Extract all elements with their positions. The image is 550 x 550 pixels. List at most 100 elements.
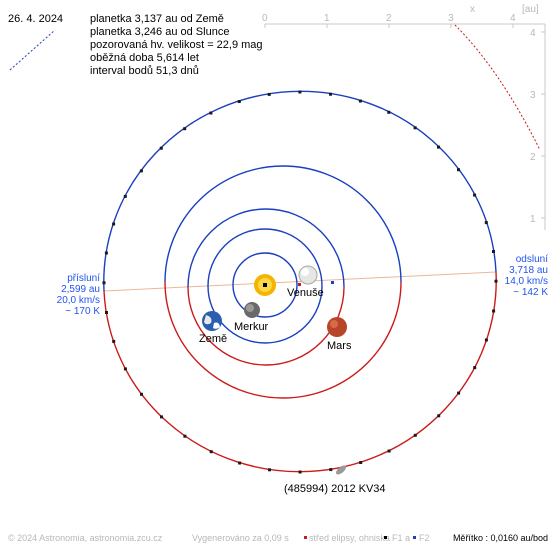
orbit-dot	[484, 221, 488, 225]
orbit-dot	[140, 392, 143, 396]
venus-orbit	[207, 228, 323, 344]
orbit-dot	[473, 193, 477, 197]
earth-orbit	[187, 208, 345, 288]
aphelion-title: odsluní	[516, 254, 548, 265]
legend-f2-label: F2	[419, 533, 430, 543]
mercury-icon	[244, 302, 260, 318]
orbit-dot	[494, 279, 498, 283]
x-axis-label: x	[470, 4, 475, 15]
generated-time: Vygenerováno za 0,09 s	[192, 533, 289, 543]
perihelion-temperature: ~ 170 K	[65, 306, 100, 317]
x-tick-label: 3	[448, 13, 454, 24]
orbit-dot	[484, 338, 488, 342]
orbit-dot	[358, 99, 362, 103]
orbit-dot	[112, 222, 116, 226]
orbit-dot	[387, 110, 391, 114]
legend-center-marker	[304, 536, 307, 539]
asteroid-orbit-near-half	[103, 90, 497, 292]
orbit-dot	[237, 100, 241, 103]
orbit-dot	[437, 414, 441, 418]
earth-icon	[202, 311, 222, 331]
orbit-dot	[183, 434, 187, 438]
mars-orbit	[164, 281, 402, 399]
scale-label: Měřítko : 0,0160 au/bod	[453, 533, 548, 543]
aphelion-temperature: ~ 142 K	[513, 287, 548, 298]
orbit-dot	[268, 468, 271, 472]
perihelion-title: přísluní	[67, 273, 100, 284]
earth-label: Země	[199, 333, 227, 345]
orbit-dot	[102, 281, 106, 285]
y-axis-label: [au]	[522, 4, 539, 15]
y-tick-label: 3	[530, 90, 536, 101]
orbit-dot	[209, 111, 213, 115]
orbit-dot	[387, 449, 391, 453]
x-tick-label: 1	[324, 13, 330, 24]
sun-icon	[254, 274, 276, 296]
orbit-dot	[492, 309, 496, 313]
info-line: planetka 3,246 au od Slunce	[90, 26, 229, 38]
y-tick-label: 4	[530, 28, 536, 39]
copyright: © 2024 Astronomia, astronomia.zcu.cz	[8, 533, 163, 543]
info-line: planetka 3,137 au od Země	[90, 13, 224, 25]
axis-frame	[264, 23, 546, 230]
mars-label: Mars	[327, 340, 352, 352]
ellipse-center-marker	[298, 283, 301, 286]
aphelion-speed: 14,0 km/s	[505, 276, 548, 287]
mars-orbit	[164, 165, 402, 283]
info-line: interval bodů 51,3 dnů	[90, 65, 199, 77]
mercury-label: Merkur	[234, 321, 269, 333]
orbit-dot	[112, 339, 116, 343]
orbit-dot	[298, 90, 302, 94]
legend-a-label: a	[405, 533, 410, 543]
venus-icon	[298, 265, 318, 285]
orbit-dot	[492, 250, 495, 253]
orbit-dot	[209, 450, 213, 454]
x-tick-label: 4	[510, 13, 516, 24]
orbit-dot	[359, 461, 363, 464]
orbit-dot	[413, 433, 417, 437]
orbit-dot	[267, 92, 271, 96]
orbit-dot	[238, 461, 242, 465]
legend-f1-label: F1	[392, 533, 403, 543]
legend-center-label: střed elipsy, ohniska	[309, 533, 390, 543]
second-focus-marker	[331, 281, 334, 284]
orbit-dot	[159, 146, 163, 150]
mars-icon	[327, 317, 347, 337]
venus-label: Venuše	[287, 287, 324, 299]
orbit-dot	[457, 168, 460, 172]
orbit-dot	[105, 311, 108, 314]
orbit-dot	[413, 126, 417, 130]
mercury-orbit	[232, 252, 298, 318]
orbit-dot	[139, 169, 143, 173]
orbit-fragment	[454, 24, 541, 151]
orbit-dot	[104, 251, 108, 255]
apsides-line	[103, 271, 497, 292]
y-tick-label: 2	[530, 152, 536, 163]
legend-f1-marker	[384, 536, 387, 539]
y-tick-label: 1	[530, 214, 536, 225]
perihelion-speed: 20,0 km/s	[57, 295, 100, 306]
orbit-dot	[329, 92, 332, 96]
orbit-dot	[298, 470, 302, 474]
asteroid-label: (485994) 2012 KV34	[284, 483, 386, 495]
orbit-fragment	[9, 29, 56, 71]
orbit-dot	[123, 194, 127, 198]
date-label: 26. 4. 2024	[8, 13, 63, 25]
aphelion-distance: 3,718 au	[509, 265, 548, 276]
x-tick-label: 0	[262, 13, 268, 24]
orbit-dot	[183, 127, 187, 131]
perihelion-distance: 2,599 au	[61, 284, 100, 295]
asteroid-orbit-far-half	[103, 271, 497, 473]
info-line: oběžná doba 5,614 let	[90, 52, 199, 64]
orbit-dot	[329, 468, 333, 472]
orbit-dot	[123, 367, 127, 371]
legend-f2-marker	[413, 536, 416, 539]
orbit-dot	[437, 145, 440, 149]
x-tick-label: 2	[386, 13, 392, 24]
orbit-dot	[457, 391, 461, 395]
info-line: pozorovaná hv. velikost = 22,9 mag	[90, 39, 263, 51]
orbit-dot	[473, 366, 477, 370]
orbit-position-dots	[102, 90, 498, 474]
